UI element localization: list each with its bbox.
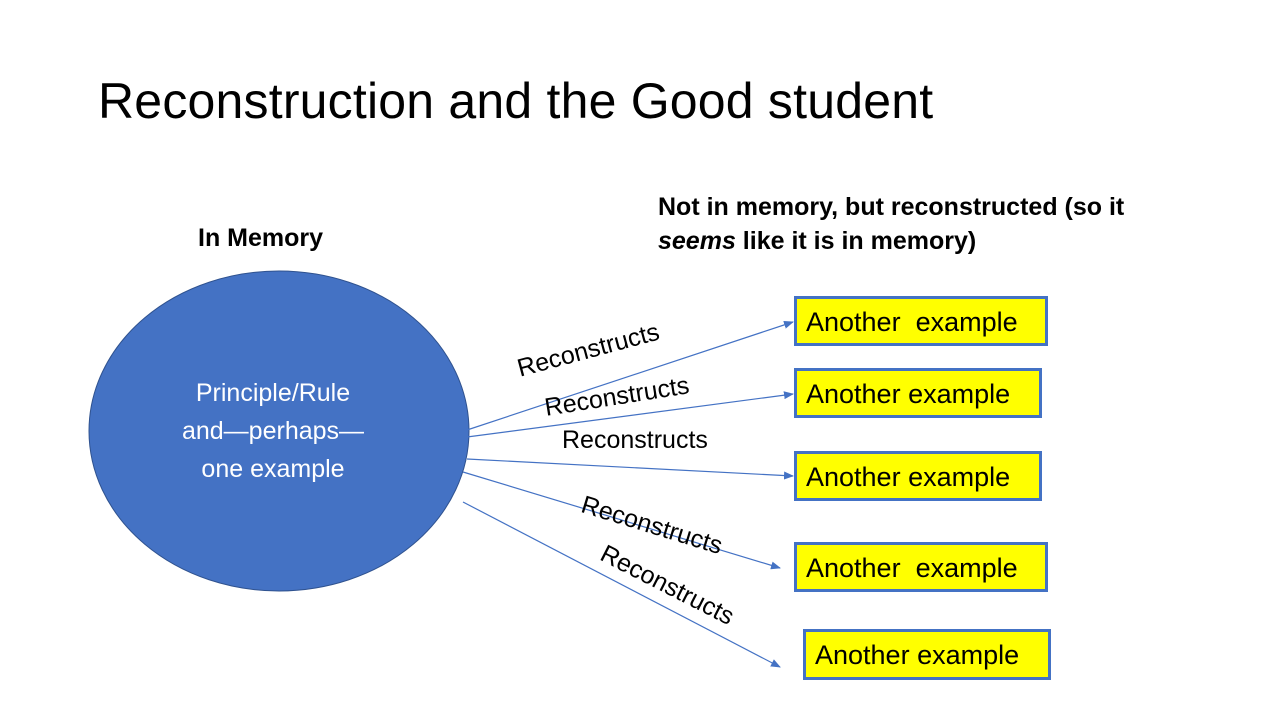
arrow-4: [462, 471, 781, 570]
arrow-1: [466, 321, 794, 431]
example-box-1: Another example: [794, 296, 1048, 346]
memory-circle: [88, 270, 470, 592]
circle-text-line: Principle/Rule: [195, 379, 351, 407]
example-box-5: Another example: [803, 629, 1051, 680]
circle-text: Principle/Rule and—perhaps— one example: [100, 374, 446, 488]
slide-title: Reconstruction and the Good student: [98, 73, 934, 129]
arrow-5: [462, 501, 781, 668]
arrow-3: [466, 458, 794, 480]
in-memory-heading: In Memory: [198, 224, 324, 252]
example-box-3: Another example: [794, 451, 1042, 501]
reconstructed-heading-line2: seems like it is in memory): [658, 224, 1124, 258]
seems-emphasis: seems: [658, 227, 736, 255]
arrow-2: [466, 391, 794, 438]
circle-text-line: one example: [201, 455, 345, 483]
example-box-4: Another example: [794, 542, 1048, 592]
reconstructed-heading: Not in memory, but reconstructed (so it …: [658, 190, 1124, 258]
edge-label-3: Reconstructs: [562, 426, 708, 454]
circle-text-line: and—perhaps—: [181, 417, 365, 445]
example-box-2: Another example: [794, 368, 1042, 418]
reconstructed-heading-line2-rest: like it is in memory): [735, 227, 977, 255]
reconstructed-heading-line1: Not in memory, but reconstructed (so it: [658, 193, 1125, 221]
